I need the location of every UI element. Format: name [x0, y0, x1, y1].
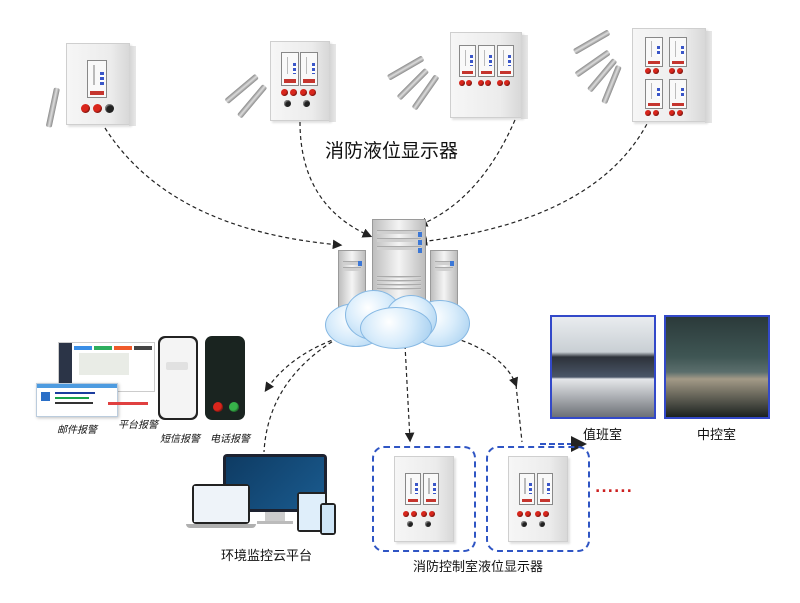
duty-room-label: 值班室	[583, 428, 623, 443]
arrow-device1-to-server	[104, 127, 343, 250]
probe	[45, 87, 60, 128]
arrow-server-to-display1	[404, 344, 415, 443]
call-phone	[205, 336, 245, 420]
control-room-photo	[664, 315, 770, 419]
arrow-device4-to-server	[417, 117, 651, 246]
sms-alarm-label: 短信报警	[160, 434, 200, 445]
top-devices-label: 消防液位显示器	[325, 140, 459, 162]
sms-phone	[158, 336, 198, 420]
duty-room-photo	[550, 315, 656, 419]
arrow-device3-to-server	[417, 119, 516, 227]
phone-device	[320, 503, 336, 535]
control-room-photo-label: 中控室	[697, 428, 737, 443]
laptop-device	[186, 484, 256, 536]
control-room-label: 消防控制室液位显示器	[413, 560, 544, 575]
arrow-device2-to-server	[299, 121, 373, 238]
platform-label: 环境监控云平台	[221, 549, 313, 564]
device-quad	[566, 22, 726, 132]
phone-alarm-label: 电话报警	[210, 434, 250, 445]
email-alarm-popup	[36, 383, 118, 417]
arrow-server-to-alarms	[264, 337, 339, 392]
device-dual	[224, 38, 342, 138]
cloud-server	[315, 215, 475, 350]
alarm-arrow-stub	[108, 402, 148, 405]
control-room-display-frame-1	[372, 446, 476, 552]
arrow-server-to-rooms	[454, 337, 519, 388]
ellipsis: ......	[595, 480, 633, 496]
control-room-display-frame-2	[486, 446, 590, 552]
arrow-to-display2	[515, 384, 523, 443]
device-triple	[386, 28, 528, 128]
device-single	[44, 38, 144, 138]
email-alarm-label: 邮件报警	[57, 425, 97, 436]
platform-alarm-label: 平台报警	[118, 420, 158, 431]
arrow-server-to-platform	[263, 337, 339, 453]
